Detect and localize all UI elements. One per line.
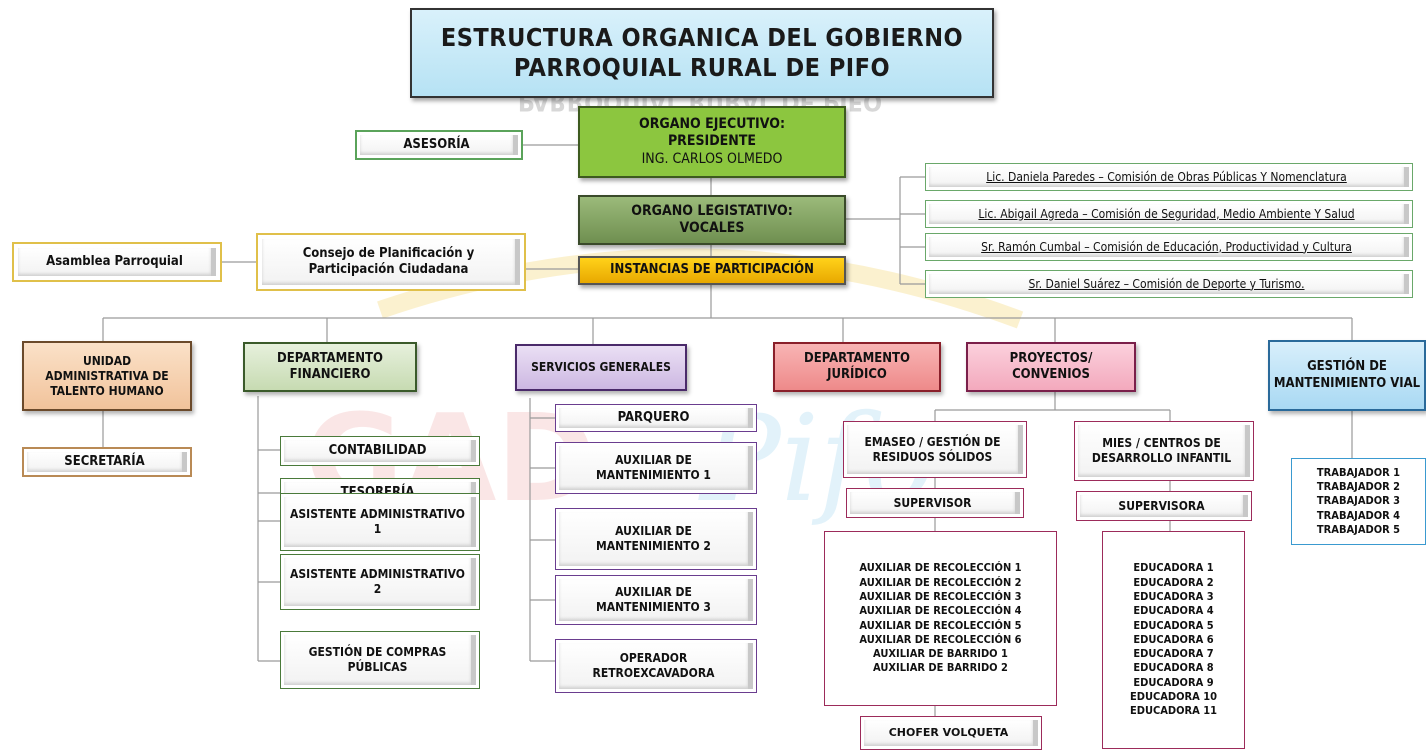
vial-staff: TRABAJADOR 1 xyxy=(1316,465,1401,479)
comision-label: Sr. Daniel Suárez – Comisión de Deporte … xyxy=(1028,276,1305,291)
chofer-volqueta-box: CHOFER VOLQUETA xyxy=(860,716,1042,750)
emaseo-supervisor-label: SUPERVISOR xyxy=(893,495,972,510)
mies-supervisora-box: SUPERVISORA xyxy=(1076,491,1252,521)
vial-staff: TRABAJADOR 5 xyxy=(1316,522,1401,536)
financiero-item-label: ASISTENTE ADMINISTRATIVO 2 xyxy=(290,567,465,596)
ejecutivo-line-1: ORGANO EJECUTIVO: xyxy=(638,115,785,132)
servicios-item-label: AUXILIAR DE MANTENIMIENTO 2 xyxy=(596,524,711,553)
financiero-item: ASISTENTE ADMINISTRATIVO 1 xyxy=(280,493,480,551)
mies-staff: EDUCADORA 4 xyxy=(1133,604,1214,618)
consejo-planificacion-box: Consejo de Planificación y Participación… xyxy=(256,233,526,291)
comision-box: Lic. Abigail Agreda – Comisión de Seguri… xyxy=(925,200,1413,228)
chofer-label: CHOFER VOLQUETA xyxy=(888,726,1009,740)
mies-staff: EDUCADORA 10 xyxy=(1129,690,1218,704)
financiero-label: DEPARTAMENTO FINANCIERO xyxy=(277,350,383,382)
asesoria-label: ASESORÍA xyxy=(403,136,470,152)
mies-label: MIES / CENTROS DE DESARROLLO INFANTIL xyxy=(1091,436,1232,465)
dept-mantenimiento-vial: GESTIÓN DE MANTENIMIENTO VIAL xyxy=(1268,340,1426,411)
comision-label: Sr. Ramón Cumbal – Comisión de Educación… xyxy=(981,239,1352,254)
vial-label: GESTIÓN DE MANTENIMIENTO VIAL xyxy=(1273,359,1421,391)
mies-staff: EDUCADORA 7 xyxy=(1133,647,1214,661)
emaseo-staff: AUXILIAR DE RECOLECCIÓN 2 xyxy=(859,575,1022,589)
emaseo-staff: AUXILIAR DE RECOLECCIÓN 5 xyxy=(859,618,1022,632)
servicios-item: OPERADOR RETROEXCAVADORA xyxy=(555,639,757,693)
servicios-item: AUXILIAR DE MANTENIMIENTO 3 xyxy=(555,575,757,625)
emaseo-staff-list: AUXILIAR DE RECOLECCIÓN 1 AUXILIAR DE RE… xyxy=(824,531,1057,706)
asesoria-box: ASESORÍA xyxy=(355,130,523,160)
mies-staff: EDUCADORA 9 xyxy=(1133,675,1214,689)
juridico-label: DEPARTAMENTO JURÍDICO xyxy=(804,350,910,382)
mies-box: MIES / CENTROS DE DESARROLLO INFANTIL xyxy=(1074,421,1254,481)
financiero-item: GESTIÓN DE COMPRAS PÚBLICAS xyxy=(280,631,480,689)
title-line-2: PARROQUIAL RURAL DE PIFO xyxy=(513,53,891,82)
legislativo-line-1: ORGANO LEGISTATIVO: xyxy=(631,202,793,219)
secretaria-box: SECRETARÍA xyxy=(22,447,192,477)
vial-staff: TRABAJADOR 4 xyxy=(1316,508,1401,522)
emaseo-staff: AUXILIAR DE BARRIDO 2 xyxy=(873,661,1008,675)
asamblea-parroquial-box: Asamblea Parroquial xyxy=(12,242,222,282)
vial-staff: TRABAJADOR 3 xyxy=(1316,494,1401,508)
dept-servicios-generales: SERVICIOS GENERALES xyxy=(515,344,687,391)
ejecutivo-line-3: ING. CARLOS OLMEDO xyxy=(641,150,783,167)
comision-box: Lic. Daniela Paredes – Comisión de Obras… xyxy=(925,163,1413,191)
mies-supervisora-label: SUPERVISORA xyxy=(1118,498,1205,513)
dept-talento-humano: UNIDAD ADMINISTRATIVA DE TALENTO HUMANO xyxy=(22,341,192,411)
servicios-item: AUXILIAR DE MANTENIMIENTO 2 xyxy=(555,508,757,570)
mies-staff: EDUCADORA 11 xyxy=(1129,704,1218,718)
emaseo-staff: AUXILIAR DE BARRIDO 1 xyxy=(873,647,1008,661)
emaseo-staff: AUXILIAR DE RECOLECCIÓN 3 xyxy=(859,589,1022,603)
vial-staff: TRABAJADOR 2 xyxy=(1316,480,1401,494)
mies-staff: EDUCADORA 6 xyxy=(1133,632,1214,646)
financiero-item-label: CONTABILIDAD xyxy=(328,442,427,458)
comision-label: Lic. Daniela Paredes – Comisión de Obras… xyxy=(986,169,1347,184)
dept-juridico: DEPARTAMENTO JURÍDICO xyxy=(773,342,941,392)
servicios-item-label: OPERADOR RETROEXCAVADORA xyxy=(592,651,715,680)
asamblea-label: Asamblea Parroquial xyxy=(46,253,183,269)
servicios-item-label: AUXILIAR DE MANTENIMIENTO 1 xyxy=(596,453,711,482)
mies-staff-list: EDUCADORA 1 EDUCADORA 2 EDUCADORA 3 EDUC… xyxy=(1102,531,1245,749)
proyectos-label: PROYECTOS/ CONVENIOS xyxy=(1009,350,1093,382)
secretaria-label: SECRETARÍA xyxy=(64,453,145,469)
comision-label: Lic. Abigail Agreda – Comisión de Seguri… xyxy=(978,206,1355,221)
mies-staff: EDUCADORA 3 xyxy=(1133,589,1214,603)
mies-staff: EDUCADORA 1 xyxy=(1133,561,1214,575)
emaseo-supervisor-box: SUPERVISOR xyxy=(846,488,1024,518)
emaseo-staff: AUXILIAR DE RECOLECCIÓN 1 xyxy=(859,561,1022,575)
comision-box: Sr. Daniel Suárez – Comisión de Deporte … xyxy=(925,270,1413,298)
emaseo-staff: AUXILIAR DE RECOLECCIÓN 6 xyxy=(859,632,1022,646)
servicios-label: SERVICIOS GENERALES xyxy=(531,360,671,374)
servicios-item-label: PARQUERO xyxy=(617,409,690,425)
financiero-item-label: GESTIÓN DE COMPRAS PÚBLICAS xyxy=(308,645,447,674)
vial-staff-list: TRABAJADOR 1 TRABAJADOR 2 TRABAJADOR 3 T… xyxy=(1291,458,1426,545)
legislativo-line-2: VOCALES xyxy=(679,220,745,236)
consejo-label: Consejo de Planificación y Participación… xyxy=(302,245,475,277)
dept-proyectos-convenios: PROYECTOS/ CONVENIOS xyxy=(966,342,1136,392)
comision-box: Sr. Ramón Cumbal – Comisión de Educación… xyxy=(925,233,1413,261)
title-line-1: ESTRUCTURA ORGANICA DEL GOBIERNO xyxy=(440,22,964,52)
chart-title: ESTRUCTURA ORGANICA DEL GOBIERNO PARROQU… xyxy=(410,8,994,98)
servicios-item-label: AUXILIAR DE MANTENIMIENTO 3 xyxy=(596,585,711,614)
dept-financiero: DEPARTAMENTO FINANCIERO xyxy=(243,342,417,392)
ejecutivo-line-2: PRESIDENTE xyxy=(667,133,757,150)
mies-staff: EDUCADORA 8 xyxy=(1133,661,1214,675)
servicios-item: AUXILIAR DE MANTENIMIENTO 1 xyxy=(555,442,757,494)
instancias-participacion-box: INSTANCIAS DE PARTICIPACIÓN xyxy=(578,256,846,285)
financiero-item: ASISTENTE ADMINISTRATIVO 2 xyxy=(280,554,480,610)
servicios-item: PARQUERO xyxy=(555,404,757,432)
organo-legislativo-box: ORGANO LEGISTATIVO: VOCALES xyxy=(578,195,846,245)
financiero-item: CONTABILIDAD xyxy=(280,436,480,466)
emaseo-label: EMASEO / GESTIÓN DE RESIDUOS SÓLIDOS xyxy=(864,434,1001,464)
emaseo-staff: AUXILIAR DE RECOLECCIÓN 4 xyxy=(859,604,1022,618)
instancias-label: INSTANCIAS DE PARTICIPACIÓN xyxy=(610,262,814,278)
mies-staff: EDUCADORA 5 xyxy=(1133,618,1214,632)
talento-label: UNIDAD ADMINISTRATIVA DE TALENTO HUMANO xyxy=(45,353,169,398)
mies-staff: EDUCADORA 2 xyxy=(1133,575,1214,589)
emaseo-box: EMASEO / GESTIÓN DE RESIDUOS SÓLIDOS xyxy=(843,421,1027,478)
financiero-item-label: ASISTENTE ADMINISTRATIVO 1 xyxy=(290,507,465,536)
organo-ejecutivo-box: ORGANO EJECUTIVO: PRESIDENTE ING. CARLOS… xyxy=(578,106,846,178)
